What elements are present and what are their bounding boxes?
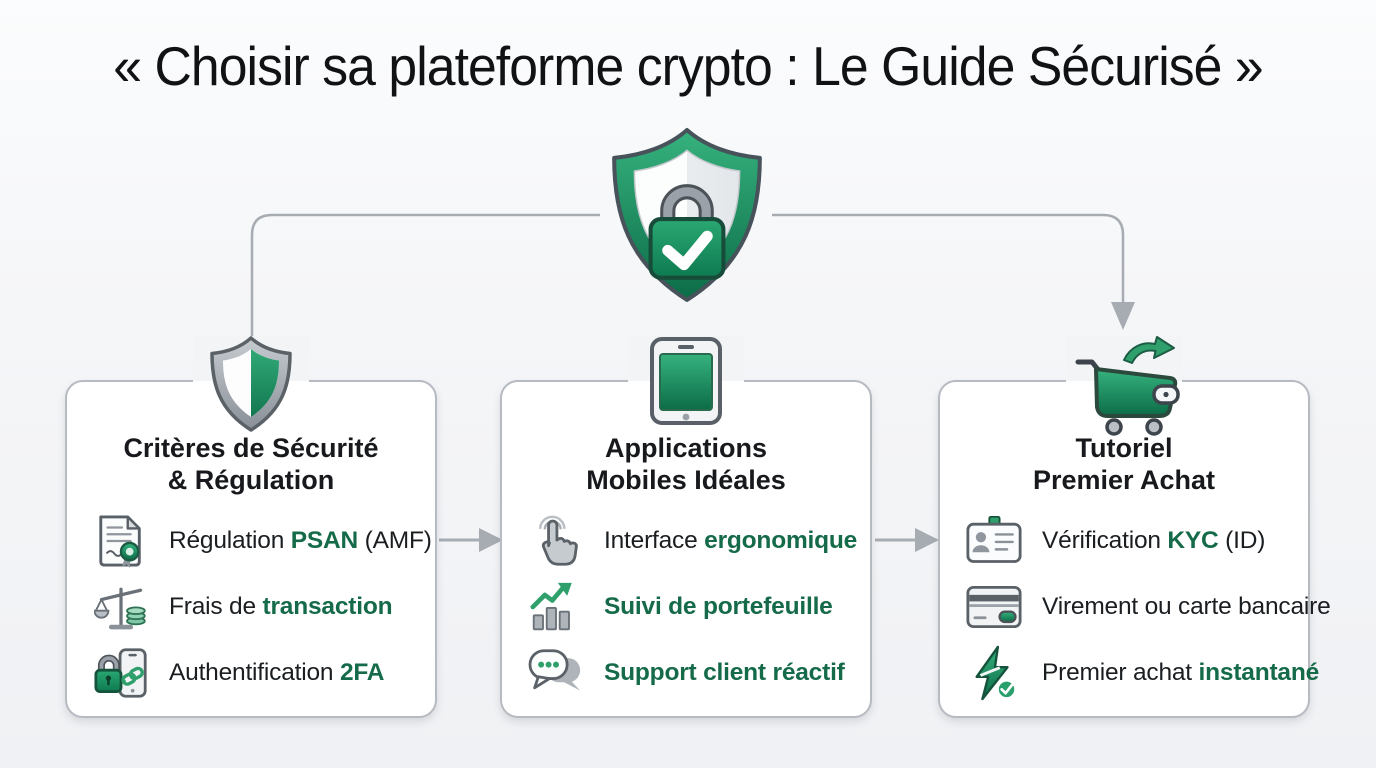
item-text-segment: (ID) [1218, 527, 1266, 554]
list-item: Vérification KYC (ID) [966, 508, 1294, 574]
connector-left [250, 213, 600, 336]
item-text-segment: Régulation [169, 527, 291, 554]
item-text: Frais de transaction [169, 593, 393, 621]
item-text-segment: ergonomique [704, 527, 858, 554]
list-item: Régulation PSAN (AMF) [93, 508, 432, 574]
item-text: Authentification 2FA [169, 659, 384, 687]
arrowhead-down-icon [1111, 302, 1135, 330]
card-title: Applications Mobiles Idéales [586, 433, 786, 496]
item-text-segment: transaction [262, 593, 393, 620]
cart-arrow-icon [1066, 336, 1182, 436]
id-card-icon [966, 512, 1022, 570]
card-first-purchase: Tutoriel Premier Achat Véri [938, 336, 1331, 718]
card-title: Critères de Sécurité & Régulation [123, 433, 379, 496]
arrowhead-right-icon [915, 528, 939, 552]
item-text-segment: 2FA [339, 659, 385, 686]
item-text: Premier achat instantané [1042, 659, 1319, 687]
item-text: Interface ergonomique [604, 527, 857, 555]
item-text-segment: Interface [604, 527, 705, 554]
item-text-segment: Frais de [169, 593, 263, 620]
instant-bolt-icon [966, 644, 1022, 702]
item-text-segment: Authentification [169, 659, 340, 686]
item-text: Virement ou carte bancaire [1042, 593, 1331, 621]
item-text: Vérification KYC (ID) [1042, 527, 1265, 555]
list-item: Virement ou carte bancaire [966, 574, 1331, 640]
list-item: Authentification 2FA [93, 640, 421, 706]
item-text: Suivi de portefeuille [604, 593, 833, 621]
item-text-segment: Support client réactif [604, 659, 845, 686]
half-shield-icon [193, 336, 309, 432]
item-text: Régulation PSAN (AMF) [169, 527, 432, 555]
item-text-segment: Premier achat [1042, 659, 1199, 686]
item-text-segment: instantané [1198, 659, 1320, 686]
list-item: Interface ergonomique [528, 508, 857, 574]
lock-phone-2fa-icon [93, 644, 149, 702]
item-text: Support client réactif [604, 659, 845, 687]
connector-right [772, 213, 1125, 304]
item-text-segment: Vérification [1042, 527, 1168, 554]
portfolio-chart-icon [528, 578, 584, 636]
bank-card-icon [966, 578, 1022, 636]
shield-lock-check-icon [604, 126, 770, 304]
card-mobile-apps: Applications Mobiles Idéales Interface e… [500, 336, 872, 718]
page-title: « Choisir sa plateforme crypto : Le Guid… [113, 35, 1263, 97]
item-text-segment: Virement ou carte bancaire [1042, 593, 1331, 620]
chat-support-icon [528, 644, 584, 702]
item-text-segment: PSAN [290, 527, 359, 554]
card-security: Critères de Sécurité & Régulation [65, 336, 437, 718]
list-item: Premier achat instantané [966, 640, 1319, 706]
list-item: Frais de transaction [93, 574, 421, 640]
certificate-seal-icon [93, 512, 149, 570]
item-text-segment: KYC [1167, 527, 1219, 554]
item-text-segment: (AMF) [358, 527, 432, 554]
scale-coins-icon [93, 578, 149, 636]
card-title: Tutoriel Premier Achat [1032, 433, 1216, 496]
smartphone-icon [628, 336, 744, 430]
list-item: Support client réactif [528, 640, 856, 706]
item-text-segment: Suivi de portefeuille [604, 593, 833, 620]
tap-gesture-icon [528, 512, 584, 570]
list-item: Suivi de portefeuille [528, 574, 856, 640]
